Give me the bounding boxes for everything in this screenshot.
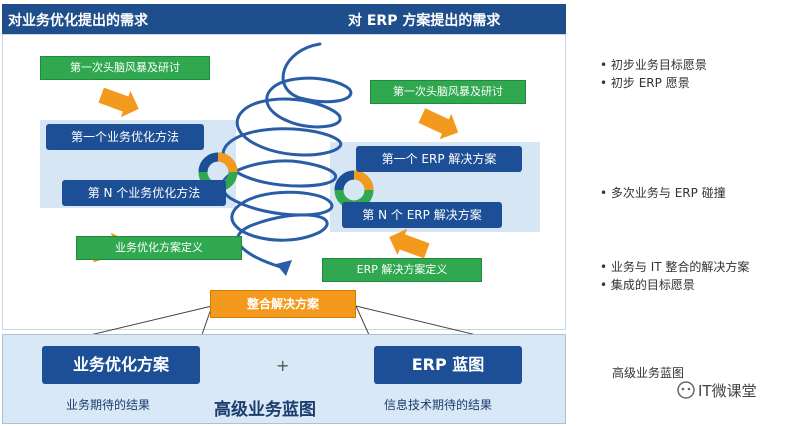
left-header-title: 对业务优化提出的需求 [8, 13, 148, 29]
note-collision: 多次业务与 ERP 碰撞 [600, 184, 726, 201]
header-bar [2, 4, 566, 34]
arrow-right-1 [418, 108, 459, 140]
spiral-arrowhead [276, 260, 292, 276]
note-advanced-blueprint: 高级业务蓝图 [612, 366, 685, 380]
left-brainstorm-box: 第一次头脑风暴及研讨 [40, 56, 210, 80]
integrated-solution-box: 整合解决方案 [210, 290, 356, 318]
plus-sign: + [276, 356, 290, 375]
note-initial-erp-vision: 初步 ERP 愿景 [600, 74, 690, 91]
arrow-right-2 [389, 228, 430, 259]
right-first-solution-box: 第一个 ERP 解决方案 [356, 146, 522, 172]
it-expectation-caption: 信息技术期待的结果 [384, 398, 493, 412]
left-definition-box: 业务优化方案定义 [76, 236, 242, 260]
left-nth-method-box: 第 N 个业务优化方法 [62, 180, 226, 206]
left-first-method-box: 第一个业务优化方法 [46, 124, 204, 150]
note-integrated-solution: 业务与 IT 整合的解决方案 [600, 258, 750, 275]
right-definition-box: ERP 解决方案定义 [322, 258, 482, 282]
watermark-text: IT微课堂 [698, 382, 757, 400]
right-header-title: 对 ERP 方案提出的需求 [348, 13, 501, 29]
note-target-vision: 集成的目标愿景 [600, 276, 695, 293]
business-optimization-box: 业务优化方案 [42, 346, 200, 384]
erp-blueprint-box: ERP 蓝图 [374, 346, 522, 384]
wechat-logo-icon [677, 381, 695, 399]
right-brainstorm-box: 第一次头脑风暴及研讨 [370, 80, 526, 104]
right-nth-solution-box: 第 N 个 ERP 解决方案 [342, 202, 502, 228]
business-expectation-caption: 业务期待的结果 [66, 398, 151, 412]
advanced-blueprint-title: 高级业务蓝图 [214, 400, 316, 420]
arrow-left-1 [98, 87, 139, 118]
spiral-line [220, 42, 353, 270]
cycle-ring-left-icon [198, 152, 238, 192]
note-initial-business-vision: 初步业务目标愿景 [600, 56, 707, 73]
